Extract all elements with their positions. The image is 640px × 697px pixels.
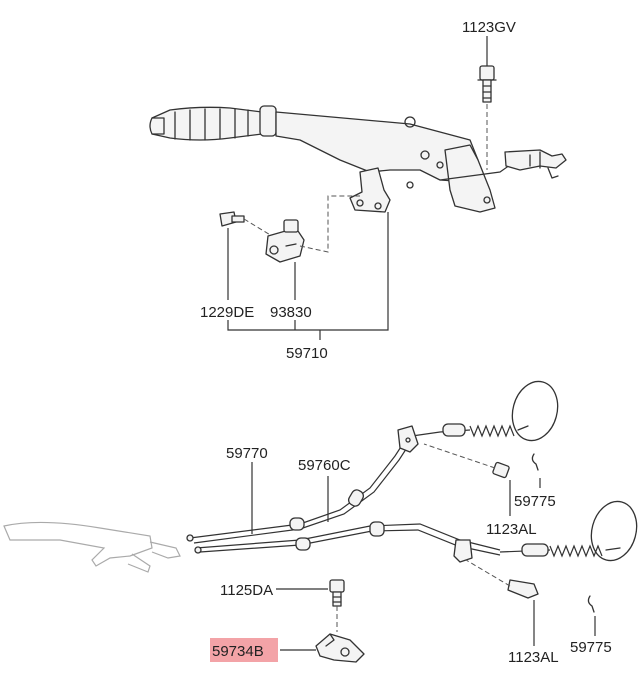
label-59770: 59770 [226,445,268,462]
label-93830: 93830 [270,304,312,321]
label-1229de: 1229DE [200,304,254,321]
label-59775-lower: 59775 [570,639,612,656]
highlight-59734b [210,638,278,662]
label-59775-upper: 59775 [514,493,556,510]
wheel-hub-lower [590,500,638,562]
brake-lever-assembly [149,105,567,213]
label-59760c: 59760C [298,457,351,474]
wheel-hub-upper [511,380,559,442]
label-1123al-upper: 1123AL [486,521,537,538]
bolt-1125da-icon [329,579,345,607]
label-1123gv: 1123GV [462,19,516,36]
label-59734b: 59734B [212,643,264,660]
lever-arm [275,111,479,183]
bolt-1123gv-icon [477,65,497,103]
lever-grip [149,106,263,141]
bolt-1123al-lower-icon [465,559,539,599]
switch-93830-icon [265,219,305,263]
clip-59775-upper-icon [531,453,539,471]
lever-outline-ghost [3,521,181,573]
bracket-59710 [227,212,389,340]
equalizer-59734b-icon [315,633,365,663]
rear-cable-59770 [186,423,529,544]
rear-cable-59760c [194,521,621,563]
bolt-1229de-icon [219,211,245,227]
lever-bracket [349,167,391,213]
bolt-1123al-upper-icon [423,443,510,479]
label-1123al-lower: 1123AL [508,649,559,666]
label-59710: 59710 [286,345,328,362]
label-1125da: 1125DA [220,582,273,599]
clip-59775-lower-icon [587,595,595,613]
